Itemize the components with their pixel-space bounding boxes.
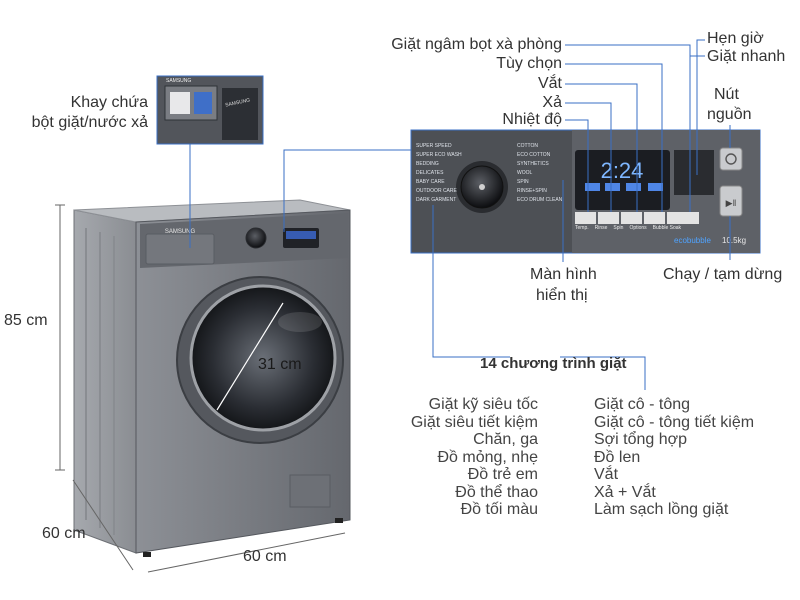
dimension-depth: 60 cm [42,525,86,542]
callout-rinse: Xả [542,94,562,111]
dimension-height: 85 cm [4,312,48,329]
control-panel-photo: 2:24 ▶‖ ecobubble 10.5kg [410,129,761,254]
program-item: Đồ len [594,448,641,466]
program-item: Vắt [594,466,619,483]
dimension-door: 31 cm [258,356,302,373]
dimension-lines [55,204,346,573]
panel-option-buttons [575,212,699,224]
callout-quick-wash: Giặt nhanh [707,48,786,65]
eco-bubble-label: ecobubble [674,236,711,245]
program-item: Giặt siêu tiết kiệm [410,413,538,431]
callout-lines [189,39,731,390]
callout-temperature: Nhiệt độ [502,111,562,128]
callout-detergent-drawer-line2: bột giặt/nước xả [31,114,148,131]
program-item: Đồ trẻ em [467,466,538,483]
callout-detergent-drawer-line1: Khay chứa [70,94,148,111]
program-item: Xả + Vắt [594,483,656,501]
door-diameter-line [216,302,284,411]
programs-title: 14 chương trình giặt [480,355,627,372]
callout-display-line1: Màn hình [530,266,597,283]
callout-spin: Vắt [537,75,562,92]
program-item: Chăn, ga [473,431,538,448]
detergent-drawer-photo: SAMSUNG [156,75,264,145]
dimension-width: 60 cm [243,548,287,565]
callout-display-line2: hiển thị [536,287,588,304]
drawer-brand-label: SAMSUNG [166,78,192,84]
program-item: Làm sạch lồng giặt [594,501,729,518]
machine-brand-text: SAMSUNG [165,229,196,235]
program-item: Giặt cô - tông [594,396,691,413]
program-item: Sợi tổng hợp [594,431,688,448]
svg-text:▶‖: ▶‖ [726,198,737,208]
programs-right-list: Giặt cô - tông Giặt cô - tông tiết kiệm … [594,396,794,519]
svg-text:SAMSUNG: SAMSUNG [225,97,251,108]
panel-dial-right-labels: COTTON ECO COTTON SYNTHETICS WOOL SPIN R… [517,143,563,203]
callout-soak: Giặt ngâm bọt xà phòng [391,36,562,53]
panel-display-digits: 2:24 [601,158,644,183]
program-item: Giặt kỹ siêu tốc [428,396,538,413]
panel-option-labels: Temp. Rinse Spin Options Bubble Soak [575,225,682,231]
program-item: Giặt cô - tông tiết kiệm [594,413,755,431]
program-item: Đồ tối màu [460,501,538,518]
callout-power-line1: Nút [714,86,739,103]
program-item: Đồ mỏng, nhẹ [437,448,538,466]
panel-dial-left-labels: SUPER SPEED SUPER ECO WASH BEDDING DELIC… [416,143,462,203]
program-item: Đồ thể thao [455,483,538,501]
callout-power-line2: nguồn [707,106,752,123]
capacity-label: 10.5kg [722,236,746,245]
callout-options: Tùy chọn [496,55,562,72]
programs-left-list: Giặt kỹ siêu tốc Giặt siêu tiết kiệm Chă… [360,396,538,519]
callout-timer: Hẹn giờ [707,30,764,47]
callout-start-pause: Chạy / tạm dừng [663,266,783,283]
washing-machine: SAMSUNG [73,199,351,557]
